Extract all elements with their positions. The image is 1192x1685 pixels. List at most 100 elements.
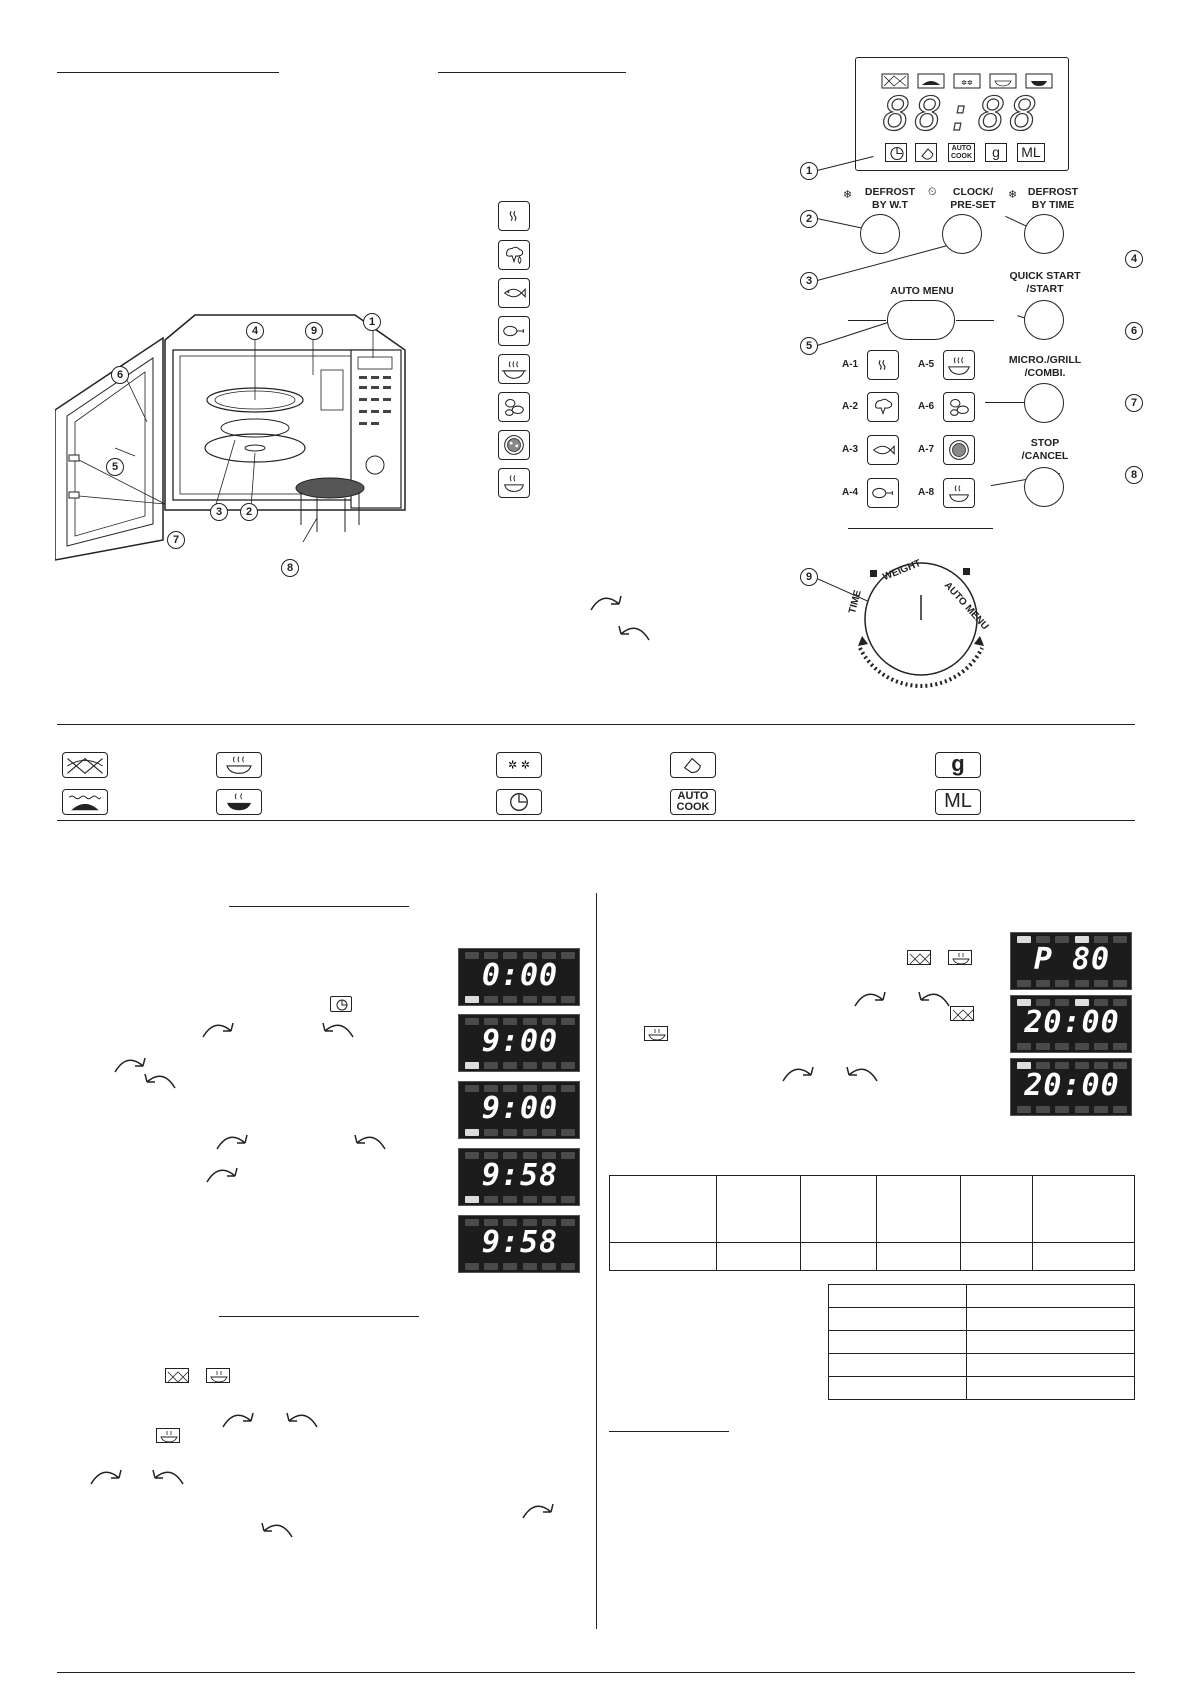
inline-microwave-icon [165, 1368, 189, 1383]
inline-rotate-cw-5 [220, 1409, 258, 1438]
legend-auto-cook: AUTO COOK [670, 789, 716, 815]
micro-grill-combi-button[interactable] [1024, 383, 1064, 423]
clock-lcd-3: 9:00 [458, 1081, 580, 1139]
auto-menu-button[interactable] [887, 300, 955, 340]
defrost-by-time-button[interactable] [1024, 214, 1064, 254]
cook-lcd-1-text: P 80 [1033, 942, 1111, 977]
panel-divider [848, 528, 993, 529]
snowflake-drop-icon-2: ❄ [1008, 189, 1018, 201]
inline-combi-icon-4 [644, 1026, 668, 1041]
panel-display-time: 88:88 [882, 87, 1042, 141]
auto-menu-line-left [848, 320, 886, 321]
legend-volume-ml: ML [935, 789, 981, 815]
auto-menu-a5-label: A-5 [918, 359, 935, 370]
clock-preset-button[interactable] [942, 214, 982, 254]
cooking-heading-underline [219, 1316, 419, 1317]
oven-callout-5: 5 [106, 458, 124, 476]
clock-lcd-4: 9:58 [458, 1148, 580, 1206]
panel-callout-8: 8 [1125, 466, 1143, 484]
a5-soup-icon[interactable] [943, 350, 975, 380]
legend-defrost-drop-icon [670, 752, 716, 778]
a7-pizza-icon[interactable] [943, 435, 975, 465]
clock-heading-underline [229, 906, 409, 907]
auto-menu-a4-label: A-4 [842, 487, 859, 498]
control-dial[interactable] [862, 560, 980, 678]
leader-5 [817, 320, 894, 346]
defrost-by-weight-button[interactable] [860, 214, 900, 254]
inline-rotate-cw-4 [204, 1164, 242, 1193]
defrost-drop-icon [915, 143, 937, 162]
a4-chicken-leg-icon[interactable] [867, 478, 899, 508]
clock-lcd-1-text: 0:00 [481, 958, 559, 993]
oven-callout-9: 9 [305, 322, 323, 340]
legend-clock-icon [496, 789, 542, 815]
legend-combi-steam-icon [216, 752, 262, 778]
inline-rotate-ccw-6 [148, 1466, 186, 1495]
cook-lcd-3: 20:00 [1010, 1058, 1132, 1116]
weight-g-indicator: g [985, 143, 1007, 162]
stop-cancel-label: STOP /CANCEL [1021, 437, 1069, 462]
stop-cancel-button[interactable] [1024, 467, 1064, 507]
inline-combi-icon-3 [948, 950, 972, 965]
legend-bottom-rule [57, 820, 1135, 821]
clock-lcd-2-text: 9:00 [481, 1024, 559, 1059]
volume-ml-indicator: ML [1017, 143, 1045, 162]
inline-rotate-ccw-3 [350, 1131, 388, 1160]
auto-menu-a1-label: A-1 [842, 359, 859, 370]
quick-start-button[interactable] [1024, 300, 1064, 340]
panel-callout-4: 4 [1125, 250, 1143, 268]
a6-potato-icon[interactable] [943, 392, 975, 422]
a1-steam-icon[interactable] [867, 350, 899, 380]
clock-small-icon: ⏲ [928, 186, 937, 198]
clock-lcd-1: 0:00 [458, 948, 580, 1006]
clock-lcd-5: 9:58 [458, 1215, 580, 1273]
panel-display: ✲✲ [855, 57, 1069, 171]
svg-text:✲ ✲: ✲ ✲ [508, 759, 530, 772]
heading-underline-2 [438, 72, 626, 73]
panel-callout-9: 9 [800, 568, 818, 586]
clock-lcd-2: 9:00 [458, 1014, 580, 1072]
defrost-time-label: DEFROST BY TIME [1027, 186, 1079, 211]
inline-rotate-ccw-9 [842, 1063, 880, 1092]
oven-callout-7: 7 [167, 531, 185, 549]
column-divider [596, 893, 597, 1629]
chicken-leg-icon [498, 316, 530, 346]
a3-fish-icon[interactable] [867, 435, 899, 465]
inline-rotate-ccw-7 [257, 1519, 295, 1548]
oven-callout-3: 3 [210, 503, 228, 521]
inline-rotate-ccw-8 [914, 988, 952, 1017]
svg-text:✲✲: ✲✲ [961, 79, 973, 87]
oven-callout-1: 1 [363, 313, 381, 331]
quick-start-label: QUICK START /START [1009, 270, 1081, 295]
inline-rotate-ccw-1 [318, 1019, 356, 1048]
a8-reheat-bowl-icon[interactable] [943, 478, 975, 508]
heading-underline-1 [57, 72, 279, 73]
panel-callout-3: 3 [800, 272, 818, 290]
panel-callout-5: 5 [800, 337, 818, 355]
oven-callout-2: 2 [240, 503, 258, 521]
auto-menu-a3-label: A-3 [842, 444, 859, 455]
oven-callout-8: 8 [281, 559, 299, 577]
legend-microwave-icon [62, 752, 108, 778]
micro-grill-label: MICRO./GRILL /COMBI. [1008, 354, 1082, 379]
pizza-icon [498, 430, 530, 460]
auto-cook-indicator: AUTO COOK [948, 143, 975, 162]
cook-lcd-3-text: 20:00 [1024, 1068, 1120, 1103]
note-heading-underline [609, 1431, 729, 1432]
cook-lcd-1: P 80 [1010, 932, 1132, 990]
inline-microwave-icon-3 [950, 1006, 974, 1021]
panel-callout-2: 2 [800, 210, 818, 228]
inline-microwave-icon-2 [907, 950, 931, 965]
a2-vegetable-icon[interactable] [867, 392, 899, 422]
inline-clock-icon [330, 996, 352, 1012]
steam-icon [498, 201, 530, 231]
settings-table [828, 1284, 1135, 1400]
cook-lcd-2-text: 20:00 [1024, 1005, 1120, 1040]
timer-clock-icon [885, 143, 907, 162]
inline-rotate-cw-7 [520, 1500, 558, 1529]
clock-lcd-5-text: 9:58 [481, 1225, 559, 1260]
inline-rotate-cw-9 [780, 1063, 818, 1092]
auto-menu-line-right [956, 320, 994, 321]
dial-tick-ring [850, 548, 992, 690]
rotate-counterclockwise-icon [614, 622, 652, 651]
